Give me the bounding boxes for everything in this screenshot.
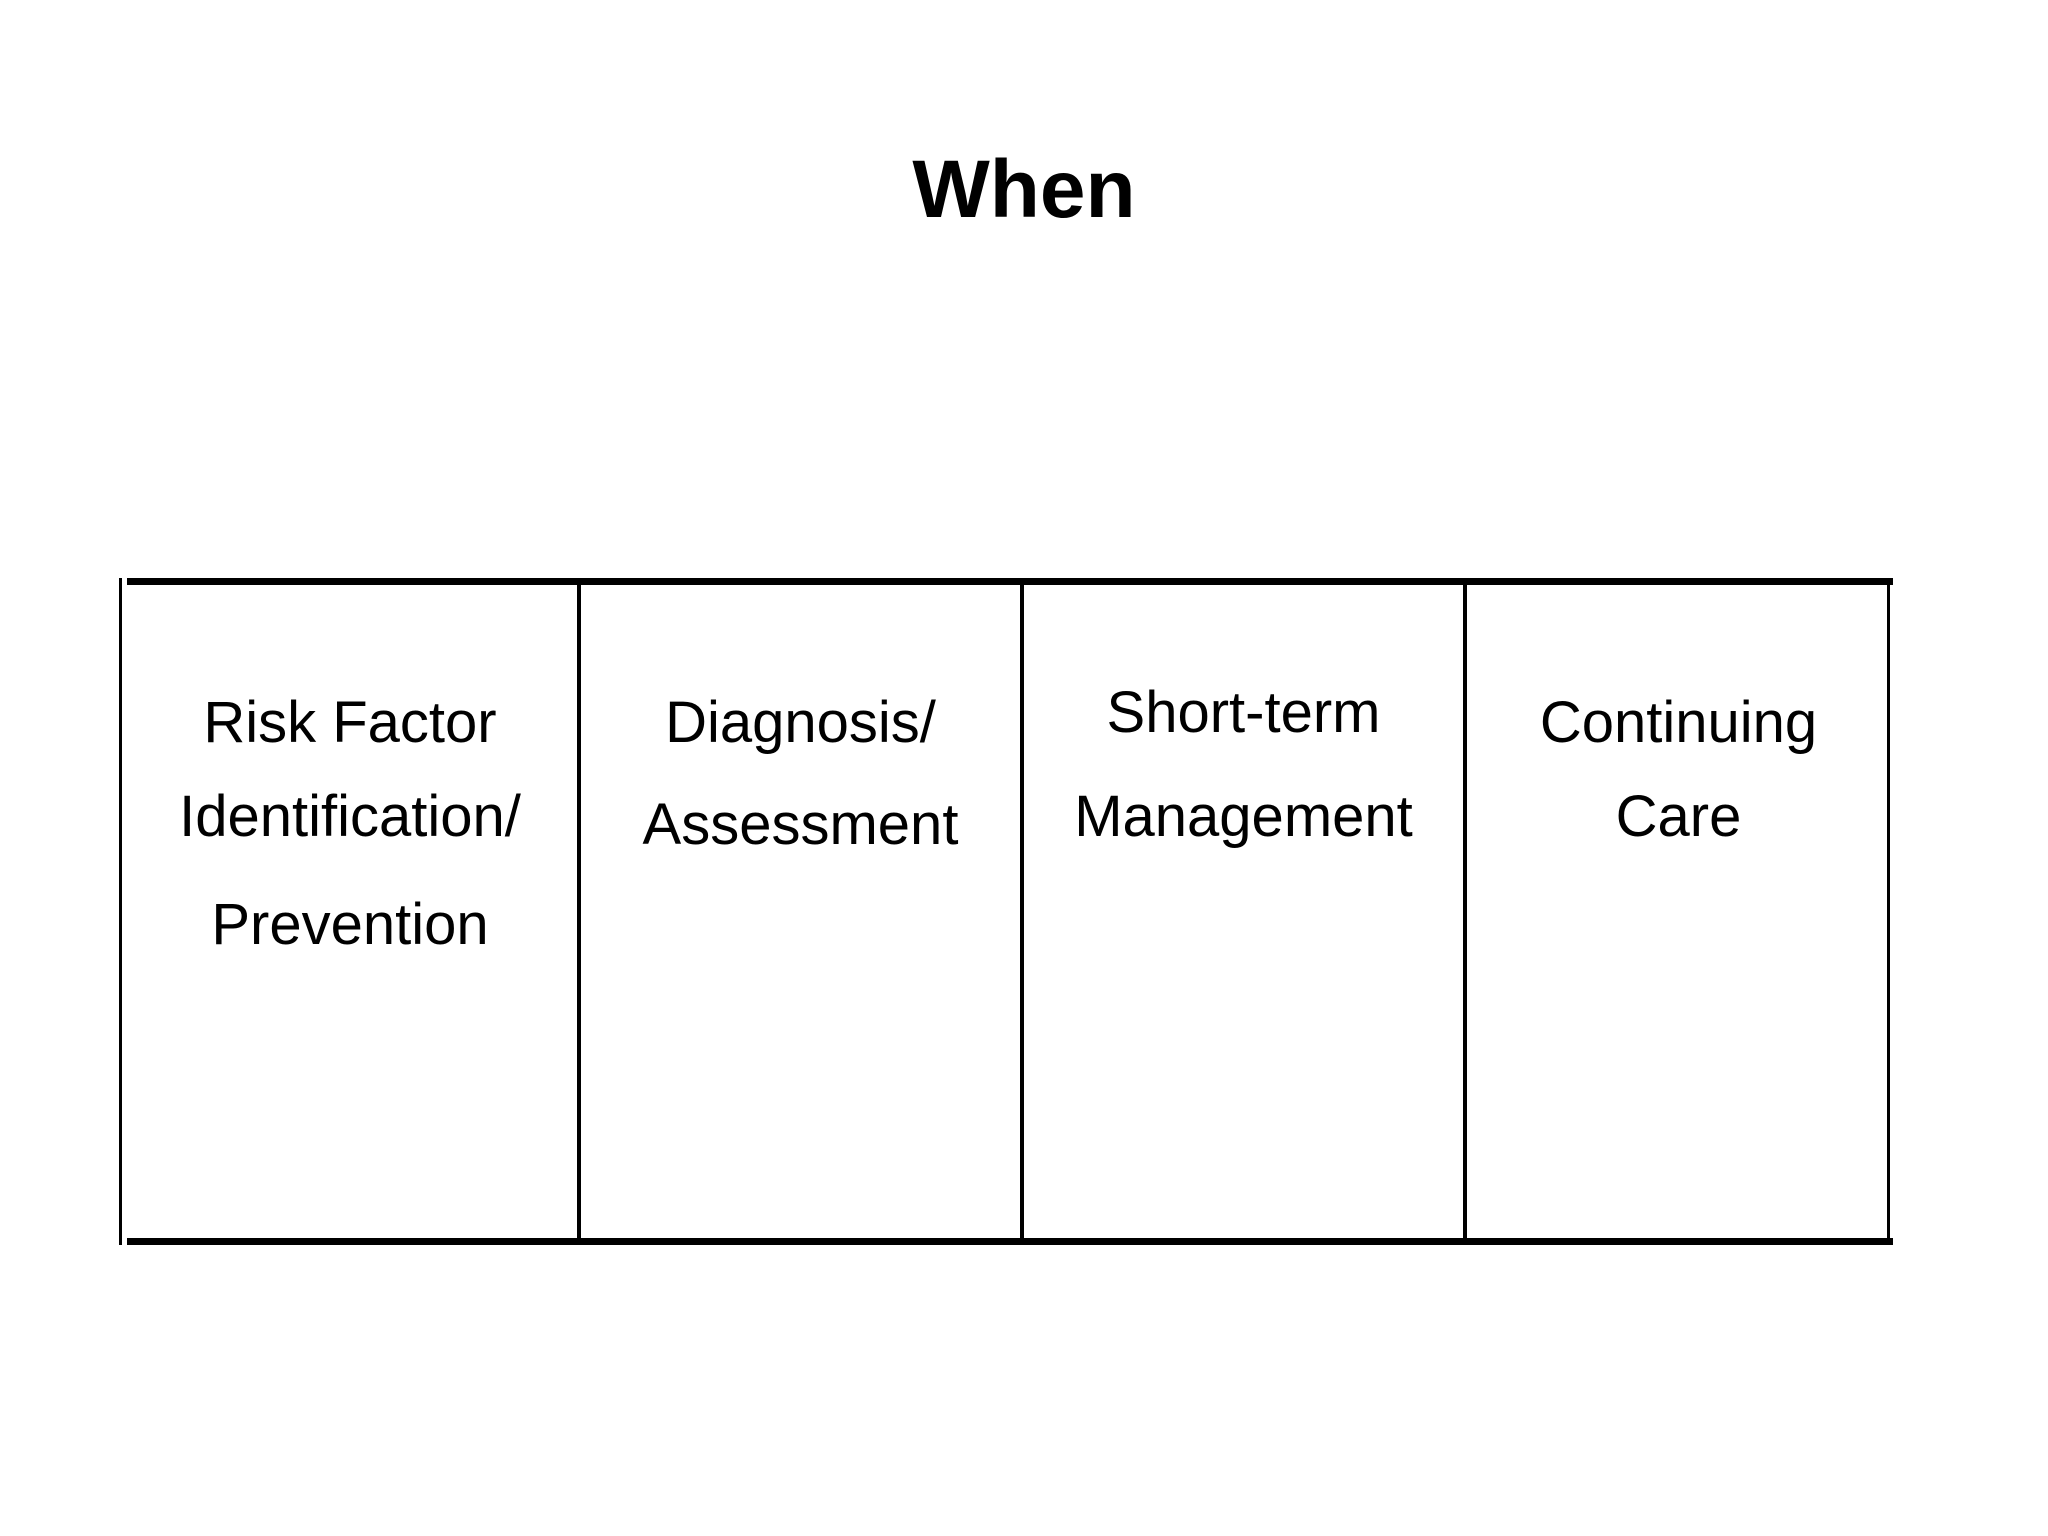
cell-line: Diagnosis/ [665,690,936,755]
table-top-rule [127,578,1893,585]
table-bottom-rule [127,1238,1893,1245]
cell-line: Identification/ [179,784,521,849]
cell-text: Diagnosis/ Assessment [581,578,1020,872]
table-cell-diagnosis-assessment: Diagnosis/ Assessment [581,578,1020,1245]
cell-text: Short-term Management [1024,578,1463,864]
cell-line: Continuing [1539,690,1818,755]
cell-line: Short-term [1106,680,1381,745]
table-cell-risk-factor-identification-prevention: Risk Factor Identification/ Prevention [123,578,577,1245]
column-divider-3 [1463,578,1467,1245]
column-divider-2 [1020,578,1024,1245]
cell-line: Prevention [211,892,489,957]
table-cell-short-term-management: Short-term Management [1024,578,1463,1245]
cell-line: Risk Factor [203,690,497,755]
page-title: When [912,144,1136,235]
table-cell-continuing-care: Continuing Care [1467,578,1890,1245]
column-divider-1 [577,578,581,1245]
cell-text: Continuing Care [1467,578,1890,864]
cell-text: Risk Factor Identification/ Prevention [123,578,577,972]
cell-line: Management [1074,784,1413,849]
cell-line: Care [1615,784,1742,849]
cell-line: Assessment [642,792,959,857]
care-continuum-table: Risk Factor Identification/ Prevention D… [119,578,1893,1245]
